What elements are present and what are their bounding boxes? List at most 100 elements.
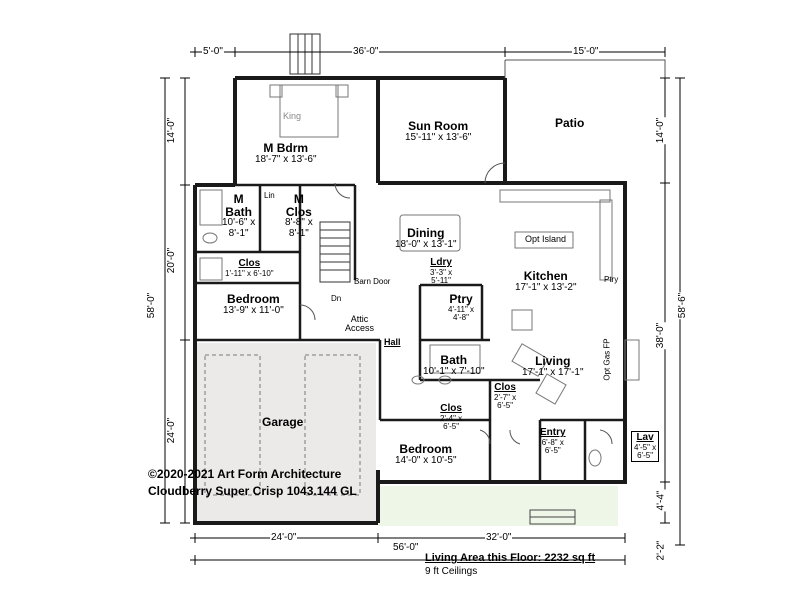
- sun-room-label: Sun Room 15'-11" x 13'-6": [405, 120, 471, 143]
- bath-tub: [429, 344, 481, 374]
- room-dims: 15'-11" x 13'-6": [405, 131, 472, 143]
- room-dims-line-2: 6'-5": [497, 400, 514, 410]
- room-name: Entry: [540, 427, 566, 438]
- dim-left-3: 24'-0": [166, 416, 178, 445]
- door-swings: [299, 162, 613, 445]
- dim-top-3: 15'-0": [572, 46, 600, 57]
- dim-bottom-2: 32'-0": [485, 532, 513, 543]
- lav-label: Lav 4'-5" x 6'-5": [631, 431, 660, 463]
- hall-label: Hall: [384, 337, 401, 347]
- room-name-line-1: M: [233, 192, 244, 206]
- porch-steps: [529, 509, 576, 525]
- room-name-line-2: Bath: [225, 204, 252, 219]
- opt-gas-fp-label: Opt Gas FP: [602, 338, 612, 381]
- dim-left-2: 20'-0": [166, 246, 178, 275]
- room-dims-line-1: 4'-11" x: [448, 304, 475, 314]
- dn-label: Dn: [331, 294, 342, 303]
- fireplace: [624, 339, 640, 381]
- room-dims: 18'-7" x 13'-6": [255, 153, 317, 165]
- lin-label: Lin: [264, 191, 275, 200]
- room-name: Dining: [407, 226, 445, 240]
- m-bdrm-label: M Bdrm 18'-7" x 13'-6": [255, 142, 317, 165]
- ptry-label: Ptry 4'-11" x 4'-8": [448, 293, 474, 322]
- bedroom-bottom-label: Bedroom 14'-0" x 10'-5": [395, 443, 457, 466]
- dim-right-2: 38'-0": [655, 321, 667, 350]
- room-name-line-1: M: [293, 192, 304, 206]
- room-dims-line-2: 5'-11": [431, 275, 451, 285]
- exterior-walls: [193, 76, 627, 525]
- room-dims: 13'-9" x 11'-0": [223, 304, 284, 316]
- room-dims-line-1: 2'-7" x: [494, 392, 517, 402]
- dim-left-4: 58'-0": [146, 291, 158, 320]
- ldry-label: Ldry 3'-3" x 5'-11": [430, 257, 453, 285]
- room-dims: 10'-1" x 7'-10": [423, 365, 485, 377]
- room-name: Bedroom: [227, 292, 280, 306]
- dim-top-1: 5'-0": [202, 46, 224, 57]
- room-dims-line-1: 4'-5" x: [634, 442, 657, 452]
- dining-label: Dining 18'-0" x 13'-1": [395, 227, 457, 250]
- room-name: Ptry: [449, 292, 473, 306]
- room-dims-line-1: 2'-4" x: [440, 413, 463, 423]
- m-bath-label: M Bath 10'-6" x 8'-1": [222, 193, 255, 239]
- room-dims: 18'-0" x 13'-1": [395, 238, 457, 250]
- plan-name-text: Cloudberry Super Crisp 1043.144 GL: [148, 484, 357, 498]
- m-clos-label: M Clos 8'-8" x 8'-1": [285, 193, 313, 239]
- clos-low-label: Clos 2'-4" x 6'-5": [440, 403, 463, 431]
- room-dims-line-1: 6'-8" x: [541, 437, 564, 447]
- garage-fill: [196, 343, 376, 521]
- room-name: Kitchen: [523, 269, 568, 283]
- room-name: Clos: [440, 403, 462, 414]
- barn-door-label: Barn Door: [354, 277, 391, 286]
- room-dims: 17'-1" x 17'-1": [522, 366, 584, 378]
- opt-island: [514, 231, 574, 249]
- dim-left-1: 14'-0": [166, 116, 178, 145]
- dim-bottom-1: 24'-0": [270, 532, 298, 543]
- opt-island-label: Opt Island: [525, 234, 567, 244]
- tub: [199, 189, 223, 226]
- room-dims: 17'-1" x 13'-2": [515, 281, 577, 293]
- room-dims-line-2: 4'-8": [453, 312, 469, 322]
- room-name: Bedroom: [399, 442, 453, 456]
- room-name: Patio: [555, 116, 585, 130]
- room-name: Sun Room: [408, 119, 469, 133]
- room-name: Clos: [238, 258, 261, 269]
- room-name-line-2: Clos: [285, 204, 312, 219]
- attic-access-label: Attic Access: [345, 314, 374, 334]
- attic-label-line-1: Attic: [350, 314, 369, 324]
- room-name: Lav: [636, 432, 654, 443]
- room-name: Clos: [494, 382, 516, 393]
- interior-walls: [195, 183, 625, 482]
- room-name: Living: [535, 354, 571, 368]
- room-dims-line-2: 6'-5": [637, 450, 654, 460]
- copyright-text: ©2020-2021 Art Form Architecture: [148, 467, 342, 481]
- entry-label: Entry 6'-8" x 6'-5": [540, 427, 566, 455]
- room-name: Bath: [440, 353, 468, 367]
- bedroom-left-label: Bedroom 13'-9" x 11'-0": [223, 293, 284, 316]
- king-bed: [279, 84, 339, 138]
- dim-right-3: 4'-4": [655, 489, 667, 512]
- bath-label: Bath 10'-1" x 7'-10": [423, 354, 485, 377]
- chimney: [289, 33, 321, 75]
- front-porch-fill: [378, 486, 618, 526]
- room-name: M Bdrm: [263, 141, 309, 155]
- living-label: Living 17'-1" x 17'-1": [522, 355, 584, 378]
- patio-label: Patio: [555, 117, 584, 130]
- room-dims: 14'-0" x 10'-5": [395, 454, 457, 466]
- room-dims-line-2: 8'-1": [228, 227, 249, 239]
- living-area-text: Living Area this Floor: 2232 sq ft: [425, 552, 596, 564]
- clos-upper-label: Clos 1'-11" x 6'-10": [225, 258, 274, 278]
- king-bed-label: King: [283, 111, 302, 121]
- fixtures: [199, 84, 640, 467]
- room-dims-line-1: 10'-6" x: [222, 217, 256, 229]
- dim-right-4: 58'-6": [677, 291, 689, 320]
- room-dims-line-2: 6'-5": [443, 421, 460, 431]
- clos-mid-label: Clos 2'-7" x 6'-5": [494, 382, 517, 410]
- dim-right-5: 2'-2": [655, 539, 667, 562]
- stairs: [319, 221, 351, 283]
- room-name: Ldry: [430, 257, 452, 268]
- patio-outline: [504, 59, 666, 183]
- room-dims-line-1: 3'-3" x: [430, 267, 453, 277]
- dining-table: [399, 214, 461, 252]
- room-dims-line-1: 8'-8" x: [285, 217, 313, 229]
